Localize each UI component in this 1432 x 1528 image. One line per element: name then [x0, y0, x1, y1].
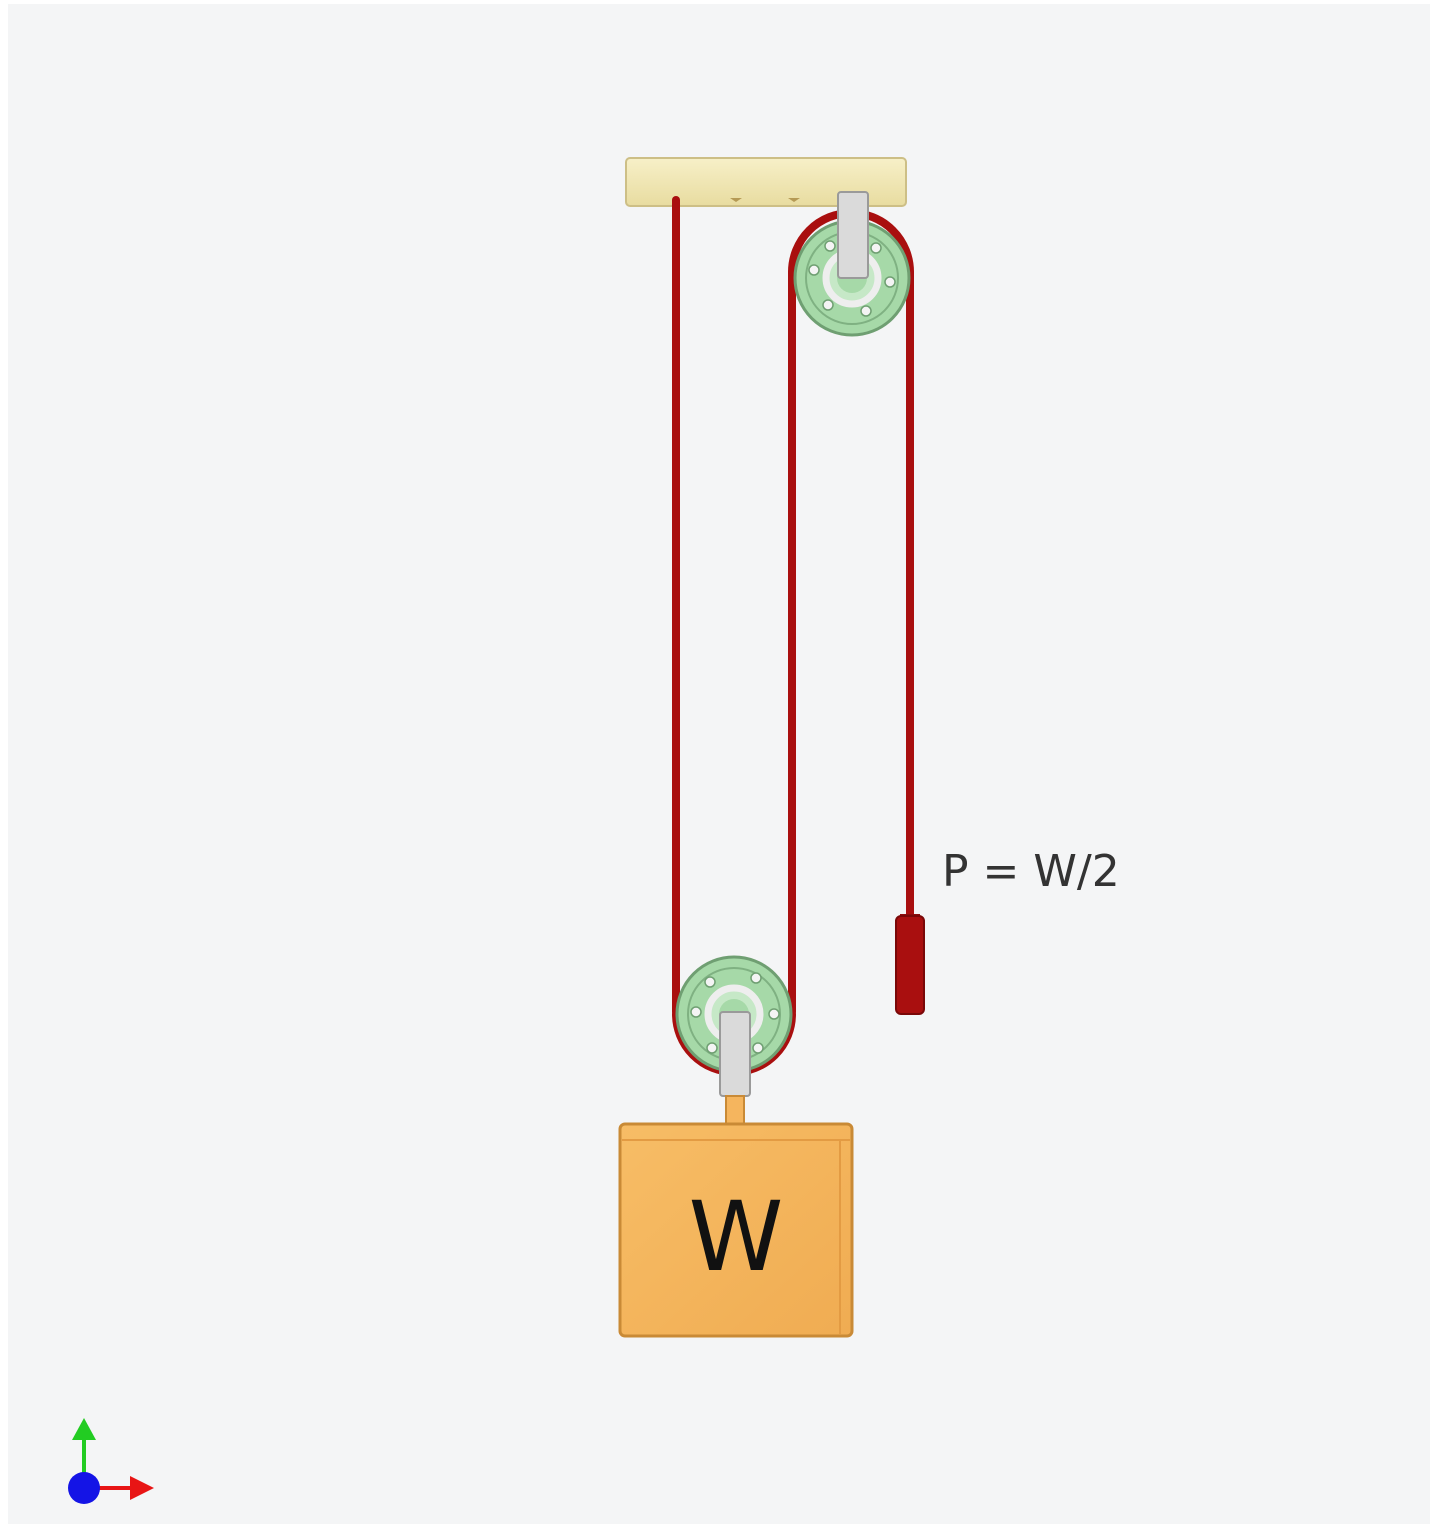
ceiling-beam [625, 157, 907, 207]
weight-label: W [689, 1181, 784, 1293]
bottom-pulley-bracket [719, 1011, 751, 1097]
weight-block [618, 1122, 854, 1338]
pull-handle [895, 914, 925, 1015]
force-label: P = W/2 [942, 846, 1120, 897]
top-pulley-bracket [837, 191, 869, 279]
axis-triad-icon [68, 1418, 154, 1504]
